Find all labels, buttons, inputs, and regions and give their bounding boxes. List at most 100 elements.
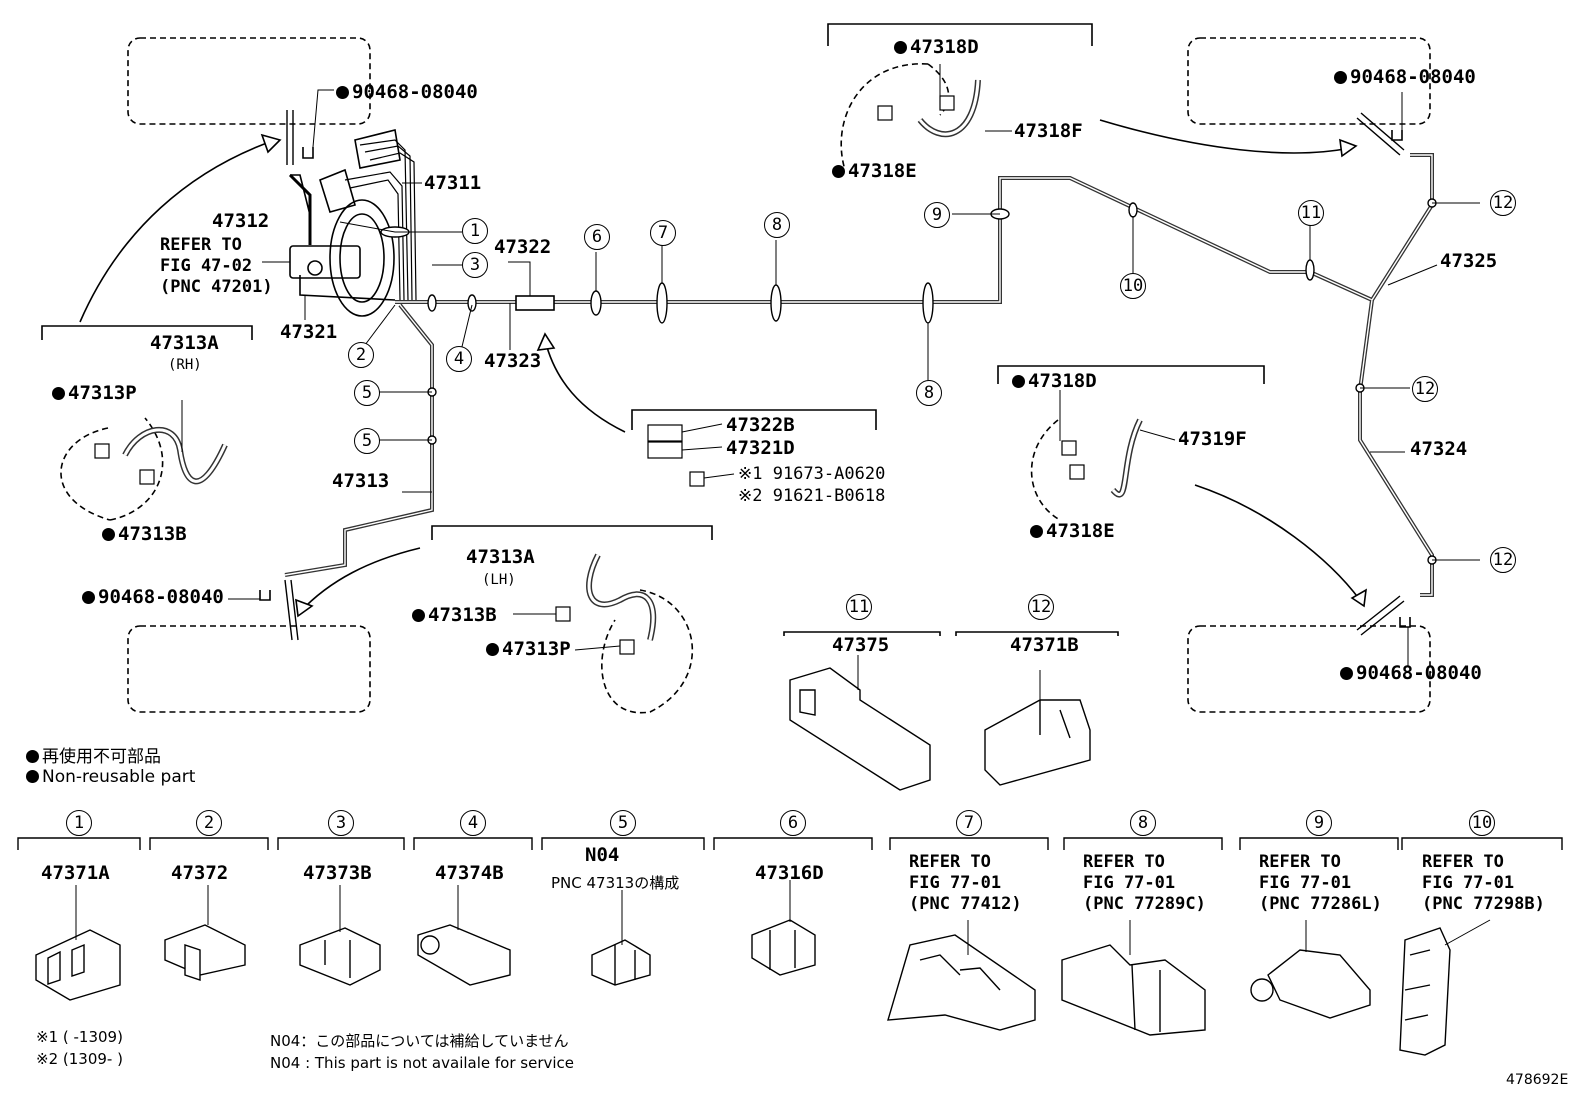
clamp-callout-10: 10 [1469, 810, 1495, 836]
wheel-box-rear-right-bottom [1187, 625, 1431, 713]
part-47318d-mid: 47318D [1012, 372, 1097, 391]
clamp-part-7: REFER TO FIG 77-01 (PNC 77412) [909, 852, 1022, 914]
callout-8b: 8 [916, 380, 942, 406]
part-number: 47318D [910, 36, 979, 58]
clamp-callout-6: 6 [780, 810, 806, 836]
legend-en: Non-reusable part [26, 767, 195, 787]
part-number: 47313B [118, 523, 187, 545]
figure-id: 478692E [1506, 1072, 1569, 1088]
callout-3: 3 [462, 252, 488, 278]
callout-10: 10 [1120, 273, 1146, 299]
clamp-callout-2: 2 [196, 810, 222, 836]
clamp-sub-5: PNC 47313の構成 [551, 874, 680, 892]
part-47318d-top: 47318D [894, 38, 979, 57]
footnote-2: ※2 (1309- ) [36, 1050, 123, 1068]
callout-7: 7 [650, 220, 676, 246]
clamp-part-8: REFER TO FIG 77-01 (PNC 77289C) [1083, 852, 1206, 914]
clamp-callout-9: 9 [1306, 810, 1332, 836]
callout-11: 11 [1298, 200, 1324, 226]
refer-fig-47-02: REFER TO FIG 47-02 (PNC 47201) [160, 235, 273, 297]
lh-note: (LH) [482, 572, 516, 588]
part-47313p-lh: 47313P [486, 640, 571, 659]
part-47325: 47325 [1440, 250, 1498, 272]
clip-label-top-right: 90468-08040 [1334, 68, 1476, 87]
clip-part-number: 90468-08040 [1350, 66, 1476, 88]
bolt-2: ※2 91621-B0618 [738, 486, 886, 506]
legend-text: 再使用不可部品 [42, 747, 161, 767]
part-47313p-rh: 47313P [52, 384, 137, 403]
part-47313b-lh: 47313B [412, 606, 497, 625]
abs-actuator [289, 245, 361, 279]
clip-part-number: 90468-08040 [98, 586, 224, 608]
footnote-1: ※1 ( -1309) [36, 1028, 123, 1046]
clamp-part-3: 47373B [303, 862, 372, 884]
clamp-47371b: 47371B [1010, 634, 1079, 656]
part-47323: 47323 [484, 350, 542, 372]
callout-4: 4 [446, 346, 472, 372]
clamp-part-5: N04 [585, 844, 620, 866]
clip-part-number: 90468-08040 [1356, 662, 1482, 684]
part-number: 47318E [848, 160, 917, 182]
callout-12c: 12 [1490, 547, 1516, 573]
legend-jp: 再使用不可部品 [26, 742, 161, 767]
clamp-47375: 47375 [832, 634, 890, 656]
clamp-part-2: 47372 [171, 862, 229, 884]
callout-9: 9 [924, 202, 950, 228]
part-47313: 47313 [332, 470, 390, 492]
clamp-part-10: REFER TO FIG 77-01 (PNC 77298B) [1422, 852, 1545, 914]
callout-11-clamp: 11 [846, 594, 872, 620]
part-47311: 47311 [424, 172, 482, 194]
clamp-callout-8: 8 [1130, 810, 1156, 836]
wheel-box-rear-right-top [1187, 37, 1431, 125]
part-number: 47313P [502, 638, 571, 660]
rh-note: (RH) [168, 357, 202, 373]
callout-6: 6 [584, 224, 610, 250]
n04-note-en: N04 : This part is not availale for serv… [270, 1054, 575, 1072]
part-47313a-lh: 47313A [466, 546, 535, 568]
part-47321d: 47321D [726, 437, 795, 459]
clamp-part-9: REFER TO FIG 77-01 (PNC 77286L) [1259, 852, 1382, 914]
callout-2: 2 [348, 342, 374, 368]
part-47318e-top: 47318E [832, 162, 917, 181]
clip-label-top-left: 90468-08040 [336, 83, 478, 102]
callout-5b: 5 [354, 428, 380, 454]
part-47313b-rh: 47313B [102, 525, 187, 544]
wheel-box-front-left-bottom [127, 625, 371, 713]
clamp-part-6: 47316D [755, 862, 824, 884]
legend-text: Non-reusable part [42, 767, 196, 787]
part-47321: 47321 [280, 321, 338, 343]
clip-label-bottom-left: 90468-08040 [82, 588, 224, 607]
callout-12a: 12 [1490, 190, 1516, 216]
brake-booster [329, 199, 395, 317]
part-47312: 47312 [212, 210, 270, 232]
clamp-part-4: 47374B [435, 862, 504, 884]
part-number: 47318D [1028, 370, 1097, 392]
callout-5a: 5 [354, 380, 380, 406]
part-47318f: 47318F [1014, 120, 1083, 142]
part-47322b: 47322B [726, 414, 795, 436]
bolt-1: ※1 91673-A0620 [738, 464, 886, 484]
clamp-part-1: 47371A [41, 862, 110, 884]
clip-part-number: 90468-08040 [352, 81, 478, 103]
clamp-callout-4: 4 [460, 810, 486, 836]
callout-8a: 8 [764, 212, 790, 238]
part-47324: 47324 [1410, 438, 1468, 460]
clip-label-bottom-right: 90468-08040 [1340, 664, 1482, 683]
part-47319f: 47319F [1178, 428, 1247, 450]
n04-note-jp: N04：この部品については補給していません [270, 1032, 569, 1050]
clamp-callout-7: 7 [956, 810, 982, 836]
callout-1: 1 [462, 218, 488, 244]
part-47322: 47322 [494, 236, 552, 258]
part-number: 47313B [428, 604, 497, 626]
part-number: 47313P [68, 382, 137, 404]
callout-12b: 12 [1412, 376, 1438, 402]
wheel-box-front-left-top [127, 37, 371, 125]
clamp-callout-5: 5 [610, 810, 636, 836]
callout-12-clamp: 12 [1028, 594, 1054, 620]
part-number: 47318E [1046, 520, 1115, 542]
part-47313a-rh: 47313A [150, 332, 219, 354]
part-47318e-mid: 47318E [1030, 522, 1115, 541]
clamp-callout-3: 3 [328, 810, 354, 836]
